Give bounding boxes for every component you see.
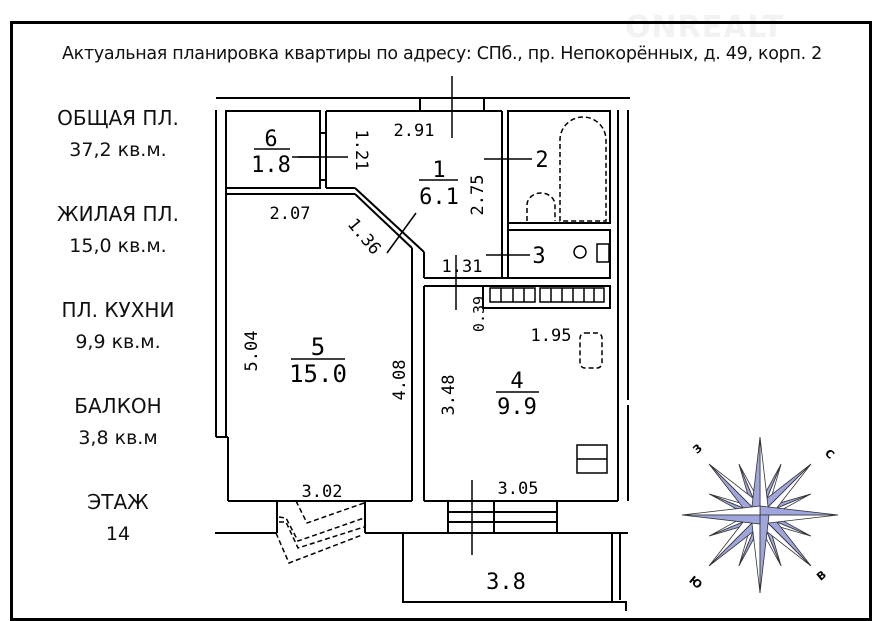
compass-ray [681, 514, 761, 525]
room-3-walls [507, 229, 611, 279]
fraction-bars [254, 148, 539, 393]
stat-floor: ЭТАЖ 14 [20, 486, 216, 550]
balcony-outline [402, 533, 612, 603]
dimension-label: 1.95 [531, 326, 572, 346]
dimension-label: 3.05 [498, 479, 539, 499]
dimension-label: 0.39 [470, 296, 488, 332]
sink-icon [596, 243, 610, 263]
compass-west-label: З [691, 441, 705, 456]
room-number: 4 [510, 369, 523, 394]
kitchen-cabinets [482, 285, 611, 309]
watermark: ONREALT [625, 10, 785, 45]
room-area: 1.8 [251, 153, 291, 178]
wall-diagonal [354, 193, 413, 249]
stat-label: ЖИЛАЯ ПЛ. [57, 202, 179, 226]
compass-ray [759, 505, 839, 516]
room-area: 15.0 [289, 360, 347, 388]
stat-label: ЭТАЖ [87, 490, 149, 514]
dimension-label: 1.21 [351, 130, 371, 171]
stat-balcony-area: БАЛКОН 3,8 кв.м [20, 390, 216, 454]
stat-total-area: ОБЩАЯ ПЛ. 37,2 кв.м. [20, 102, 216, 166]
dimension-label: 1.36 [343, 215, 385, 259]
cabinet-details [489, 287, 605, 303]
fixtures-solid [573, 243, 610, 474]
balcony-outline [611, 533, 627, 611]
compass-east-label: В [814, 568, 829, 583]
compass-rose-icon [681, 436, 839, 594]
compass-north-label: С [822, 447, 837, 462]
room-6-walls [225, 110, 321, 189]
stat-label: БАЛКОН [74, 394, 162, 418]
room-number: 1 [432, 158, 445, 183]
dimension-label: 3.48 [439, 375, 459, 416]
stat-label: ОБЩАЯ ПЛ. [57, 106, 179, 130]
compass-south-label: Ю [687, 573, 705, 591]
compass-ray [681, 505, 761, 516]
dimension-label: 3.02 [302, 482, 343, 502]
dimension-label: 2.75 [468, 175, 488, 216]
room-area: 9.9 [497, 395, 537, 420]
stat-label: ПЛ. КУХНИ [61, 298, 175, 322]
compass-ray [759, 514, 839, 525]
dimension-label: 1.31 [442, 257, 483, 277]
stat-kitchen-area: ПЛ. КУХНИ 9,9 кв.м. [20, 294, 216, 358]
bathtub-icon [559, 116, 607, 222]
compass-ray [750, 436, 761, 516]
balcony-area: 3.8 [486, 570, 526, 595]
bay-window [275, 500, 365, 564]
compass-ray [759, 514, 770, 594]
stat-value: 15,0 кв.м. [69, 235, 167, 257]
dimension-label: 4.08 [390, 360, 410, 401]
room-2-walls [507, 110, 611, 224]
stat-value: 9,9 кв.м. [75, 331, 161, 353]
room-number: 2 [535, 148, 548, 173]
compass-ray [759, 436, 770, 516]
stat-living-area: ЖИЛАЯ ПЛ. 15,0 кв.м. [20, 198, 216, 262]
leader-lines [292, 76, 532, 555]
room-number: 6 [264, 127, 277, 152]
wall-diagonal [354, 187, 425, 253]
dining-table-icon [579, 332, 603, 369]
sink-icon [573, 245, 587, 259]
stat-value: 3,8 кв.м [78, 427, 158, 449]
walls [215, 97, 630, 611]
stat-value: 37,2 кв.м. [69, 139, 167, 161]
plan-title: Актуальная планировка квартиры по адресу… [62, 44, 822, 64]
room-area: 6.1 [419, 185, 459, 210]
dimension-label: 5.04 [242, 331, 262, 372]
dimension-label: 2.07 [270, 204, 311, 224]
dimension-label: 2.91 [394, 121, 435, 141]
fixtures [526, 116, 607, 369]
room-number: 5 [311, 333, 325, 361]
room-number: 3 [532, 244, 545, 269]
stat-value: 14 [105, 523, 131, 545]
compass-ray [750, 514, 761, 594]
toilet-icon [526, 192, 556, 221]
